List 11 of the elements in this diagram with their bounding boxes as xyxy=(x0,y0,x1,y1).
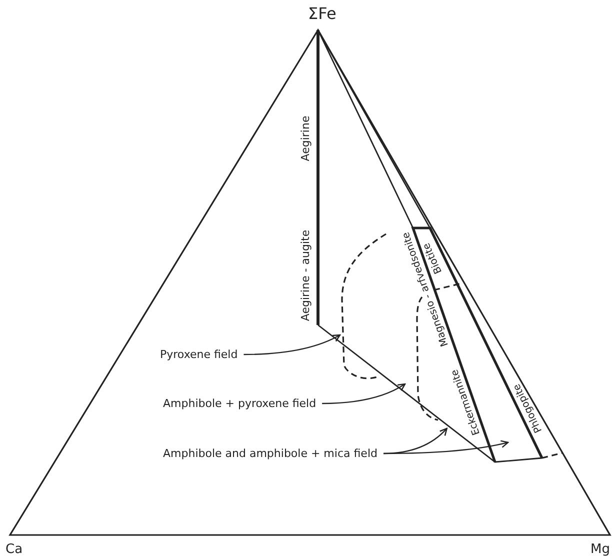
leader-arrow xyxy=(383,440,509,454)
vertex-label: Ca xyxy=(6,542,23,556)
leader-arrow xyxy=(244,334,341,356)
field-label: Pyroxene field xyxy=(160,348,238,361)
field-label: Amphibole + pyroxene field xyxy=(163,397,316,410)
mineral-label: Aegirine xyxy=(298,115,312,161)
field-label: Amphibole and amphibole + mica field xyxy=(163,447,378,460)
mineral-label: Aegirine - augite xyxy=(298,229,312,321)
vertex-label: ΣFe xyxy=(308,5,336,23)
vertex-label: Mg xyxy=(590,542,610,556)
leader-arrow xyxy=(322,383,406,404)
